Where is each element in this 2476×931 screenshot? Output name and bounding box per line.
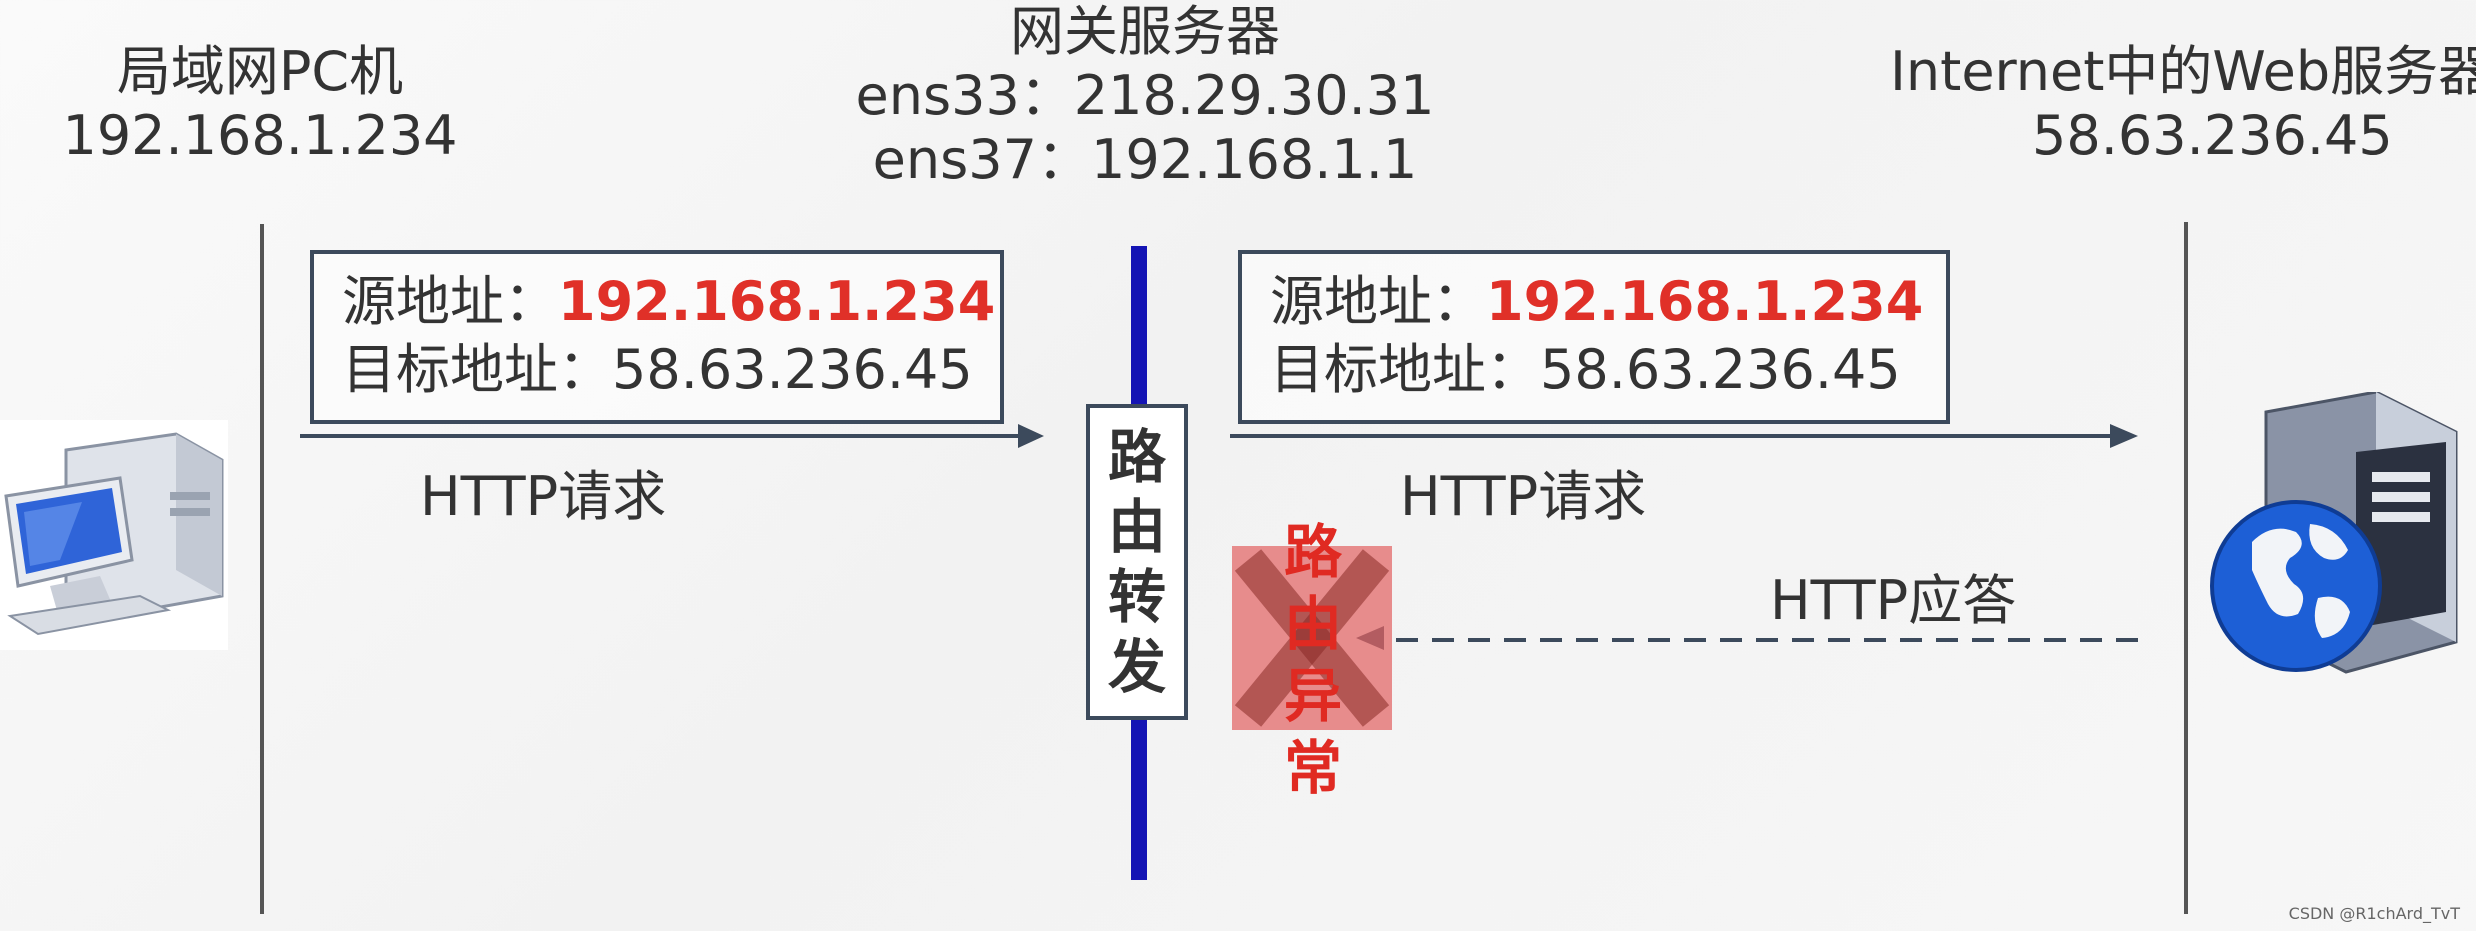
gateway-ens33: ens33：218.29.30.31 [855, 64, 1435, 127]
web-server-title: Internet中的Web服务器 58.63.236.45 [1880, 40, 2476, 168]
packet-right-src: 源地址：192.168.1.234 [1270, 268, 1946, 336]
lan-pc-title: 局域网PC机 192.168.1.234 [40, 40, 480, 168]
server-globe-icon [2210, 392, 2458, 674]
packet-left-src-value: 192.168.1.234 [558, 270, 996, 333]
response-arrow-dashed [1356, 626, 2138, 650]
router-label: 路由转发 [1107, 423, 1166, 701]
lan-pc-ip: 192.168.1.234 [62, 104, 458, 167]
desktop-computer-icon [0, 420, 228, 650]
request-arrow-left [300, 424, 1044, 448]
packet-box-right: 源地址：192.168.1.234 目标地址：58.63.236.45 [1238, 250, 1950, 424]
server-lifeline [2184, 222, 2188, 914]
routing-failure-label: 路由异常 [1283, 518, 1342, 802]
web-server-ip: 58.63.236.45 [2032, 104, 2393, 167]
packet-right-src-label: 源地址： [1270, 270, 1486, 333]
packet-left-src: 源地址：192.168.1.234 [342, 268, 1000, 336]
request-label-left: HTTP请求 [420, 465, 667, 528]
packet-box-left: 源地址：192.168.1.234 目标地址：58.63.236.45 [310, 250, 1004, 424]
request-arrow-right [1230, 424, 2138, 448]
packet-right-src-value: 192.168.1.234 [1486, 270, 1924, 333]
request-label-right: HTTP请求 [1400, 465, 1647, 528]
gateway-ens37: ens37：192.168.1.1 [872, 128, 1418, 191]
web-server-name: Internet中的Web服务器 [1890, 40, 2476, 103]
packet-left-src-label: 源地址： [342, 270, 558, 333]
gateway-name: 网关服务器 [1010, 0, 1280, 63]
router-box: 路由转发 [1086, 404, 1188, 720]
response-label: HTTP应答 [1770, 569, 2017, 632]
failure-x-icon [1234, 549, 1390, 727]
packet-left-dst: 目标地址：58.63.236.45 [342, 338, 973, 401]
lan-pc-name: 局域网PC机 [116, 40, 404, 103]
lan-lifeline [260, 224, 264, 914]
packet-right-dst: 目标地址：58.63.236.45 [1270, 338, 1901, 401]
gateway-title: 网关服务器 ens33：218.29.30.31 ens37：192.168.1… [830, 0, 1460, 192]
footer-watermark: CSDN @R1chArd_TvT [2288, 904, 2460, 923]
